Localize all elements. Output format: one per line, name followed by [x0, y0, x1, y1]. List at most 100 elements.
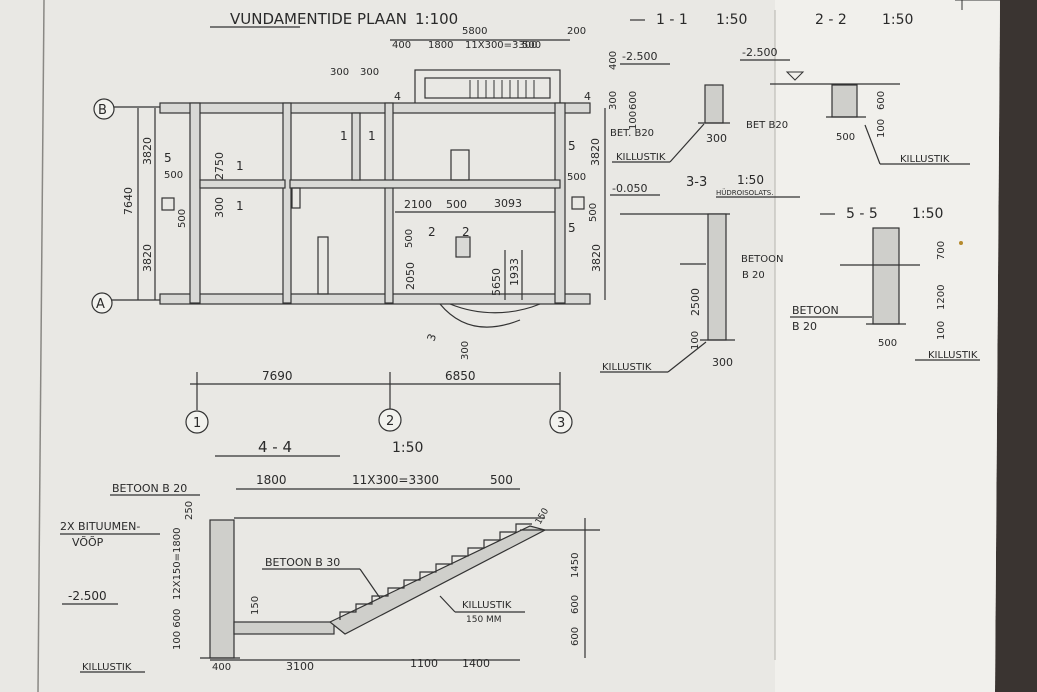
dim-6850: 6850	[445, 369, 476, 383]
axis-a-label: A	[96, 297, 105, 312]
dim-100-d: 100	[936, 321, 947, 340]
dim-3820-right-a: 3820	[589, 138, 602, 166]
dim-1933: 1933	[508, 258, 521, 286]
section-mark-1-d: 1	[368, 129, 376, 143]
dim-600-b: 600	[876, 91, 887, 110]
dim-250: 250	[184, 501, 195, 520]
section-mark-1-c: 1	[340, 129, 348, 143]
dim-300-g: 300	[712, 356, 733, 369]
dim-500-i: 500	[490, 473, 513, 487]
level-2-2: -2.500	[742, 46, 777, 59]
dim-700: 700	[936, 241, 947, 260]
dim-300-d: 300	[460, 341, 471, 360]
dim-top-c: 11X300=3300	[465, 40, 538, 51]
bet-b20-label-2-2: BET B20	[746, 120, 788, 131]
dim-top-d: 500	[522, 40, 541, 51]
dim-400-b: 400	[212, 662, 231, 673]
dim-top-a: 400	[392, 40, 411, 51]
dim-500-c: 500	[446, 198, 467, 211]
section-mark-4-left: 4	[394, 90, 401, 103]
dim-5650: 5650	[490, 268, 503, 296]
plan-scale: 1:100	[415, 10, 458, 28]
dim-1400: 1400	[462, 657, 490, 670]
dim-300-e: 300	[608, 91, 619, 110]
hydroisolation-label: HÜDROISOLATS.	[716, 188, 773, 197]
bitumen-label-2: VÕÕP	[72, 536, 104, 549]
section-mark-5-right-a: 5	[568, 139, 576, 153]
section-mark-4-right: 4	[584, 90, 591, 103]
section-5-5-scale: 1:50	[912, 206, 943, 222]
dim-11x300: 11X300=3300	[352, 473, 439, 487]
dim-300-b: 300	[360, 67, 379, 78]
betoon-label-3-3: BETOON	[741, 254, 784, 265]
dim-3100: 3100	[286, 660, 314, 673]
section-mark-5-right-b: 5	[568, 221, 576, 235]
dim-300-a: 300	[330, 67, 349, 78]
level-4-4: -2.500	[68, 589, 107, 603]
dim-600-a: 600	[628, 91, 639, 110]
dim-500-f: 500	[588, 203, 599, 222]
dim-600-c: 600	[570, 595, 581, 614]
dim-top-e: 200	[567, 26, 586, 37]
dim-500-h: 500	[878, 338, 897, 349]
axis-2-label: 2	[386, 414, 394, 429]
dim-100-c: 100	[690, 331, 701, 350]
dim-2500: 2500	[689, 288, 702, 316]
section-mark-2-a: 2	[428, 225, 436, 239]
dim-2100: 2100	[404, 198, 432, 211]
dim-300-c: 300	[213, 197, 226, 218]
betoon-b30-label: BETOON B 30	[265, 556, 340, 569]
dim-500-a: 500	[164, 170, 183, 181]
section-mark-5-left: 5	[164, 151, 172, 165]
dim-1100: 1100	[410, 657, 438, 670]
killustik-2-2: KILLUSTIK	[900, 154, 950, 165]
betoon-b20-label: BETOON B 20	[112, 482, 187, 495]
section-2-2-scale: 1:50	[882, 12, 913, 28]
axis-3-label: 3	[557, 416, 565, 431]
dim-100-b: 100	[876, 119, 887, 138]
dim-3820-right-b: 3820	[590, 244, 603, 272]
level-1-1: -2.500	[622, 50, 657, 63]
binding-fold	[37, 0, 45, 692]
paper-right-overlay	[775, 0, 1000, 692]
section-5-5-title: 5 - 5	[846, 206, 878, 222]
dim-500-e: 500	[567, 172, 586, 183]
dim-100-a: 100	[628, 111, 639, 130]
section-1-1-title: 1 - 1	[656, 12, 688, 28]
dim-300-f: 300	[706, 132, 727, 145]
section-1-1-scale: 1:50	[716, 12, 747, 28]
section-mark-3: 3	[425, 332, 440, 343]
dim-7640: 7640	[122, 187, 135, 215]
plan-title: VUNDAMENTIDE PLAAN	[230, 10, 407, 28]
killustik-5-5: KILLUSTIK	[928, 350, 978, 361]
section-2-2-title: 2 - 2	[815, 12, 847, 28]
section-3-3-scale: 1:50	[737, 173, 764, 187]
section-4-4-title: 4 - 4	[258, 438, 292, 456]
section-mark-2-b: 2	[462, 225, 470, 239]
dim-400: 400	[608, 51, 619, 70]
dim-top-b: 1800	[428, 40, 453, 51]
dim-1800-a: 1800	[256, 473, 287, 487]
dim-600-d: 600	[570, 627, 581, 646]
dim-1200: 1200	[936, 285, 947, 310]
bitumen-label-1: 2X BITUUMEN-	[60, 520, 140, 533]
dim-150-a: 150	[250, 596, 261, 615]
dim-500-d: 500	[404, 229, 415, 248]
section-3-3-title: 3-3	[686, 175, 707, 190]
dim-3093: 3093	[494, 197, 522, 210]
dim-500-g: 500	[836, 132, 855, 143]
dim-2750: 2750	[213, 152, 226, 180]
b20-label-3-3: B 20	[742, 270, 765, 281]
paper-left	[0, 0, 1000, 692]
bet-b20-label-1-1: BET. B20	[610, 128, 654, 139]
dim-7690: 7690	[262, 369, 293, 383]
killustik-4-4-left: KILLUSTIK	[82, 662, 132, 673]
level-3-3: -0.050	[612, 182, 647, 195]
dim-3820-lower: 3820	[141, 244, 154, 272]
b20-label-5-5: B 20	[792, 320, 817, 333]
dim-3820-upper: 3820	[141, 137, 154, 165]
dim-2050: 2050	[404, 262, 417, 290]
killustik-4-4: KILLUSTIK	[462, 600, 512, 611]
